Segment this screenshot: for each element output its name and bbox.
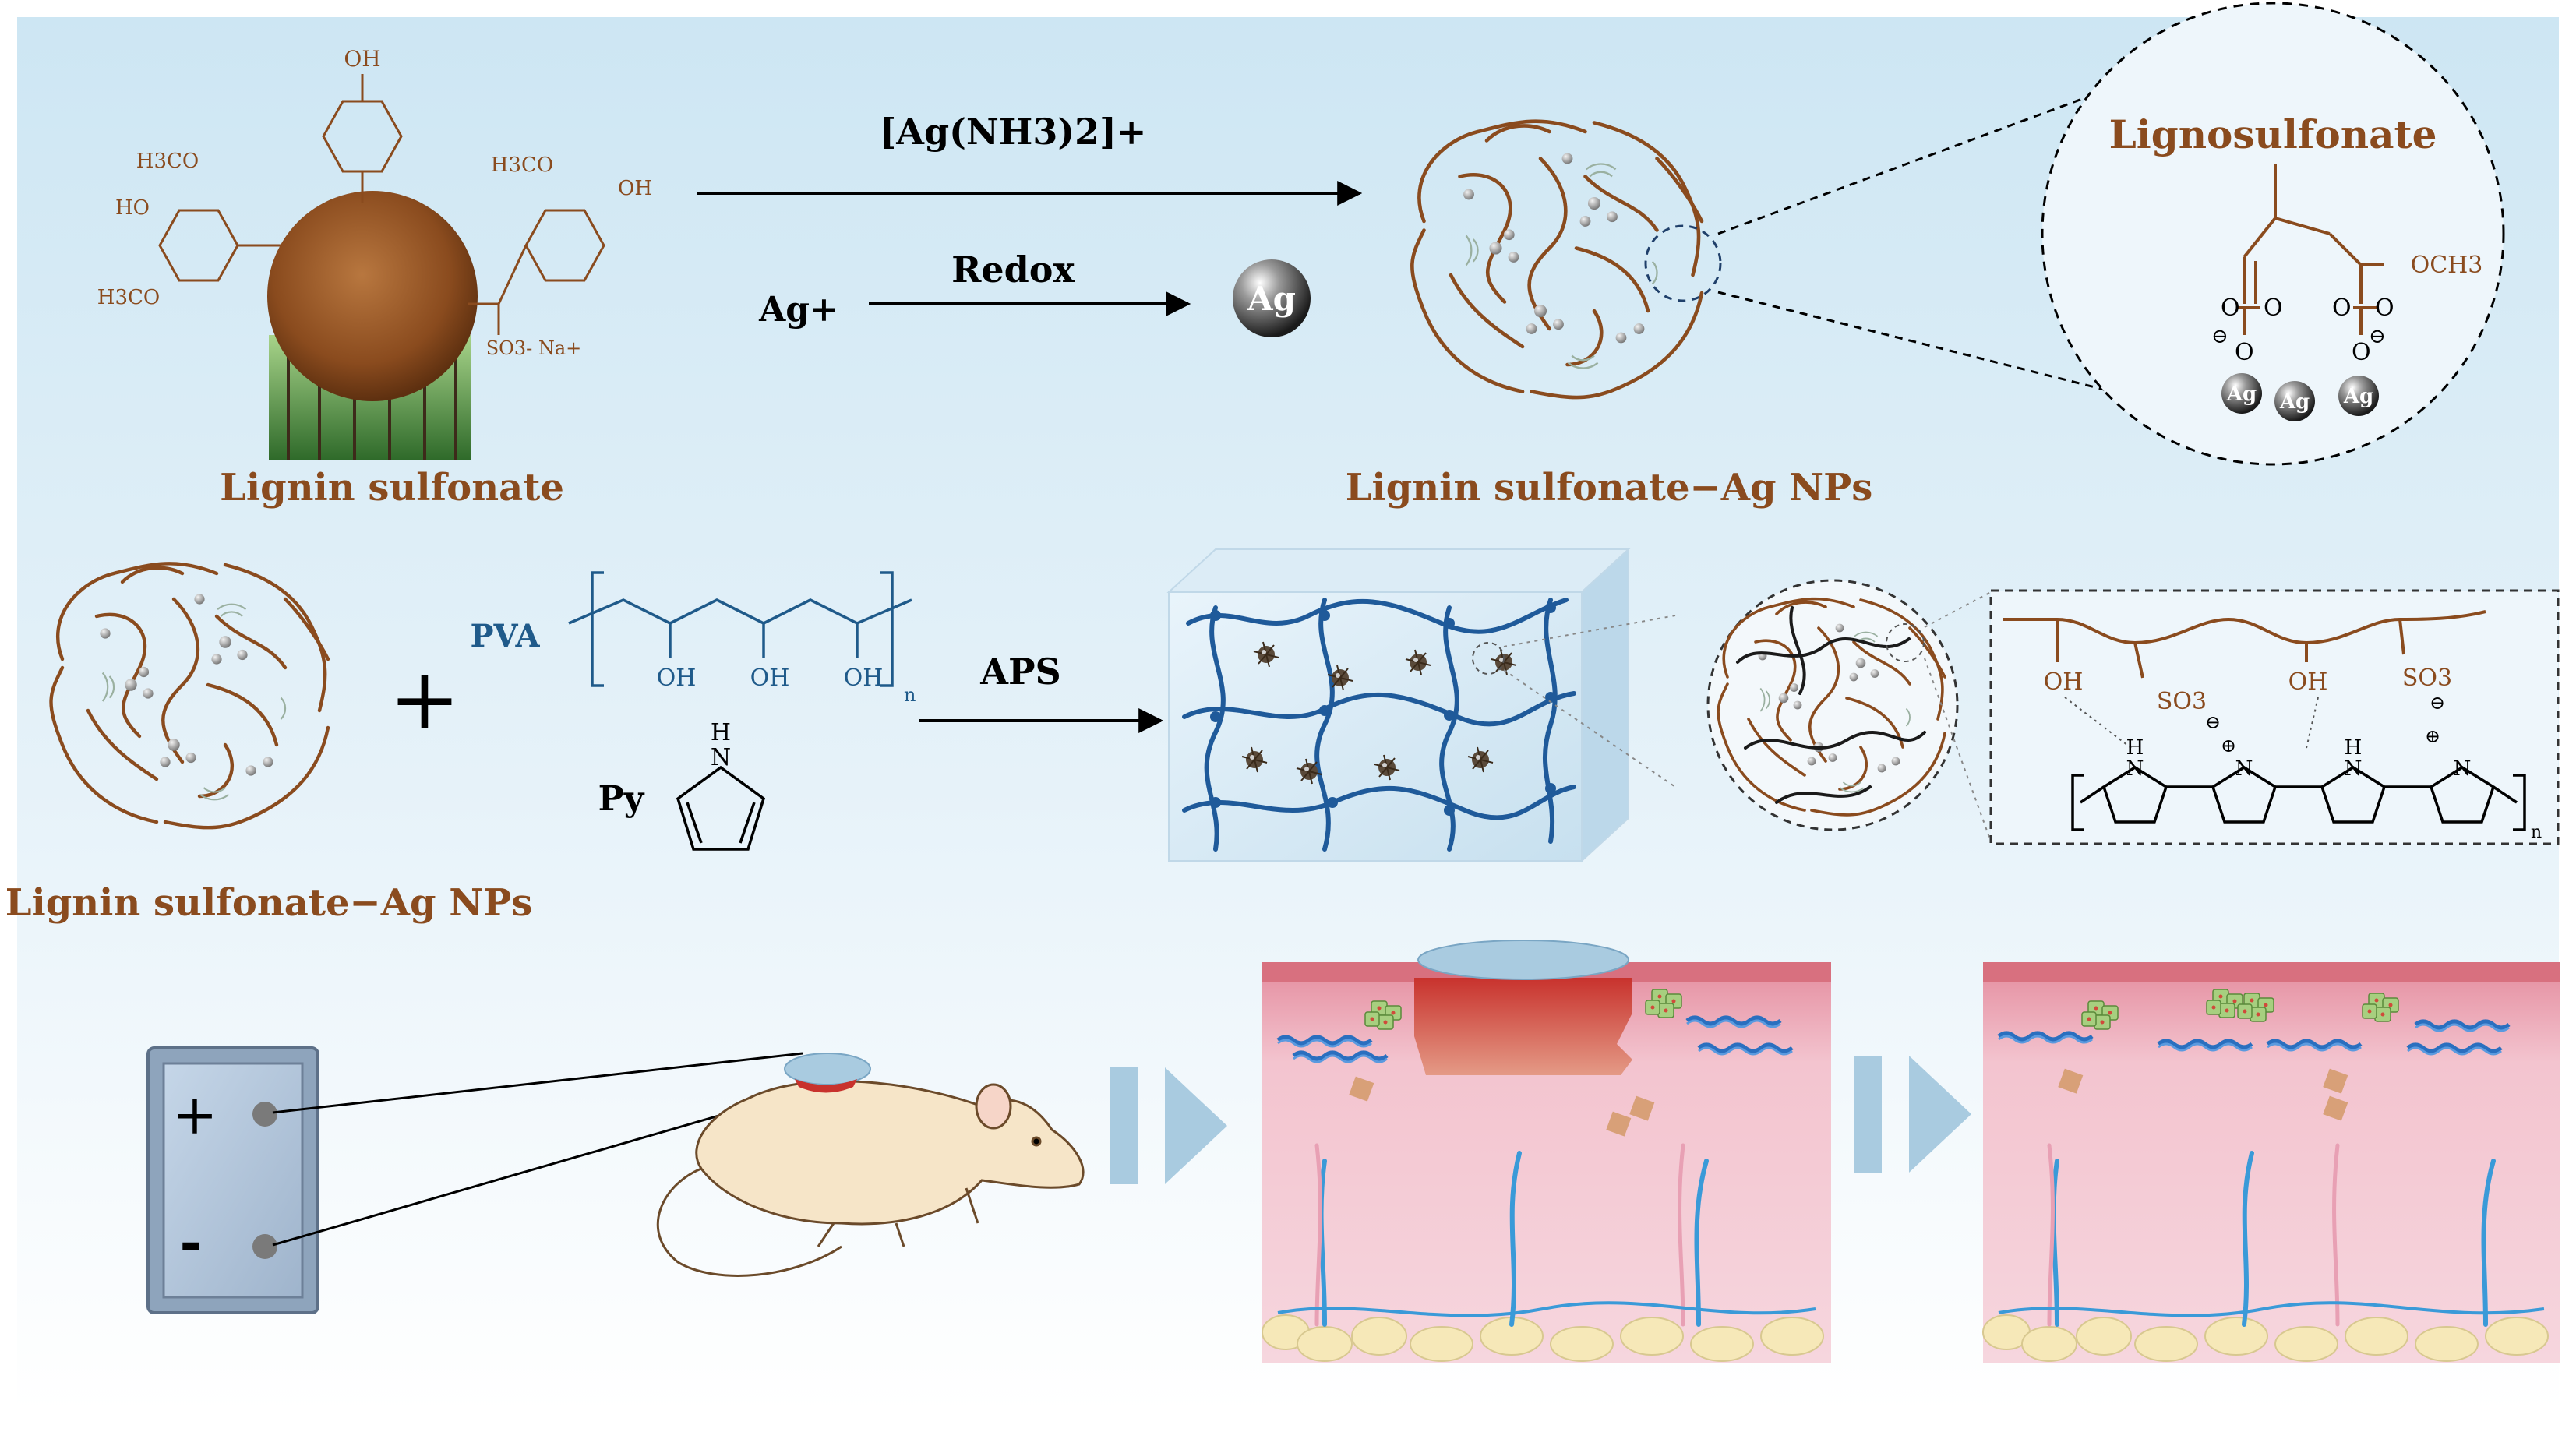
h3co-label-3: H3CO [491,153,553,177]
oh-top-label: OH [344,46,380,72]
redox-label: Redox [951,249,1075,291]
svg-text:O: O [2352,339,2371,366]
ag-sphere-icon [1233,259,1311,337]
hydrogel-cube [1166,547,1631,863]
zoom-circle-small [1644,224,1722,302]
pva-oh-1: OH [657,665,697,692]
ppy-n-3: N [2345,757,2363,781]
plus-sign: + [389,649,461,749]
zoom-ag-label-2: Ag [2279,390,2310,414]
svg-text:O: O [2221,295,2240,322]
svg-text:⊖: ⊖ [2369,325,2386,348]
zoom-line-mid-1 [1503,615,1676,647]
hydrogen-bonds [2064,697,2319,749]
zoom-oh-1: OH [2044,668,2084,696]
pva-oh-3: OH [844,665,884,692]
zoom-so3-charge-2: ⊖ [2430,692,2445,714]
ppy-interaction-box [1989,589,2560,845]
svg-text:O: O [2332,295,2352,322]
h3co-label-2: H3CO [97,286,160,309]
oh-right-label: OH [618,177,652,200]
zoom-line-right-1 [1924,591,1992,628]
zoom-ag-spheres: Ag Ag Ag [2221,373,2379,421]
svg-text:O: O [2264,295,2283,322]
ppy-h-1: H [2126,736,2144,760]
rat-hydrogel-patch [784,1053,871,1085]
zoom-so3-2: SO3 [2402,665,2452,692]
zoom-ag-sphere-1 [2221,373,2262,414]
battery-plus-label: + [172,1083,218,1147]
pva-label: PVA [470,618,540,654]
zoom-ag-sphere-2 [2274,381,2315,421]
wound-hydrogel-patch [1417,940,1629,980]
progress-arrow-1 [1110,1067,1227,1184]
wound-area [1414,978,1632,1075]
ag-nh3-label: [Ag(NH3)2]+ [880,111,1147,153]
lignosulfonate-structure [2236,164,2384,335]
ho-label: HO [115,196,150,220]
lignin-backbone [2003,610,2486,679]
aps-label: APS [979,651,1061,693]
lignosulfonate-zoom-circle [2041,2,2505,466]
ppy-n-subscript: n [2531,823,2542,842]
ppy-h-2: H [2345,736,2363,760]
och3-label: OCH3 [2411,252,2483,279]
svg-text:O: O [2375,295,2394,322]
skin-panel-healed [1982,962,2560,1363]
positive-terminal [252,1102,277,1127]
ppy-n-4: N [2454,757,2472,781]
zoom-oh-2: OH [2288,668,2328,696]
pva-structure [568,571,912,687]
svg-text:O: O [2235,339,2254,366]
rat-wound [795,1079,857,1093]
zoom-ag-label-1: Ag [2226,383,2257,406]
progress-arrow-2 [1854,1056,1971,1173]
power-source: + - [146,1046,319,1314]
so3na-label: SO3- Na+ [486,337,582,359]
pva-oh-2: OH [750,665,790,692]
ppy-n-1: N [2126,757,2144,781]
py-label: Py [598,779,645,819]
lignin-sulfonate-structure: OH H3CO HO H3CO H3CO OH SO3- Na+ [97,46,652,460]
zoom-line-top [1717,76,2140,235]
ppy-lignin-zoom-circle [1706,579,1959,831]
ppy-plus-1: ⊕ [2221,735,2236,757]
pva-n-subscript: n [904,684,916,706]
lignin-sphere-image [267,191,478,401]
zoom-line-mid-2 [1503,669,1676,788]
ag-ion-label: Ag+ [758,290,838,330]
negative-terminal [252,1234,277,1259]
zoom-line-right-2 [1924,658,1992,842]
zoom-so3-1: SO3 [2157,688,2207,715]
ag-sphere-label: Ag [1247,280,1296,318]
battery-minus-label: - [179,1209,202,1274]
pyrrole-n: N [711,744,731,771]
zoom-ag-label-3: Ag [2343,385,2373,408]
ppy-n-2: N [2235,757,2253,781]
skin-panel-wound [1262,940,1831,1363]
ppy-chain-structure [2071,765,2526,831]
wire-positive [272,1052,803,1114]
lignosulfonate-title: Lignosulfonate [2109,111,2437,157]
pyrrole-structure [676,765,766,851]
zoom-circle-ppy-small [1886,623,1925,662]
zoom-ag-sphere-3 [2338,376,2379,416]
lignin-sulfonate-label: Lignin sulfonate [220,466,564,510]
zoom-so3-charge-1: ⊖ [2205,711,2221,733]
ppy-plus-2: ⊕ [2425,725,2440,747]
row2-lignin-ag-np-label: Lignin sulfonate−Ag NPs [5,881,533,925]
rat-illustration [656,1080,1085,1277]
zoom-line-bottom [1717,291,2136,399]
h3co-label-1: H3CO [136,150,199,173]
ppy-chains [1736,606,1926,804]
lignin-ag-np-label: Lignin sulfonate−Ag NPs [1346,466,1873,510]
svg-text:⊖: ⊖ [2211,325,2228,348]
pyrrole-h: H [711,719,731,746]
